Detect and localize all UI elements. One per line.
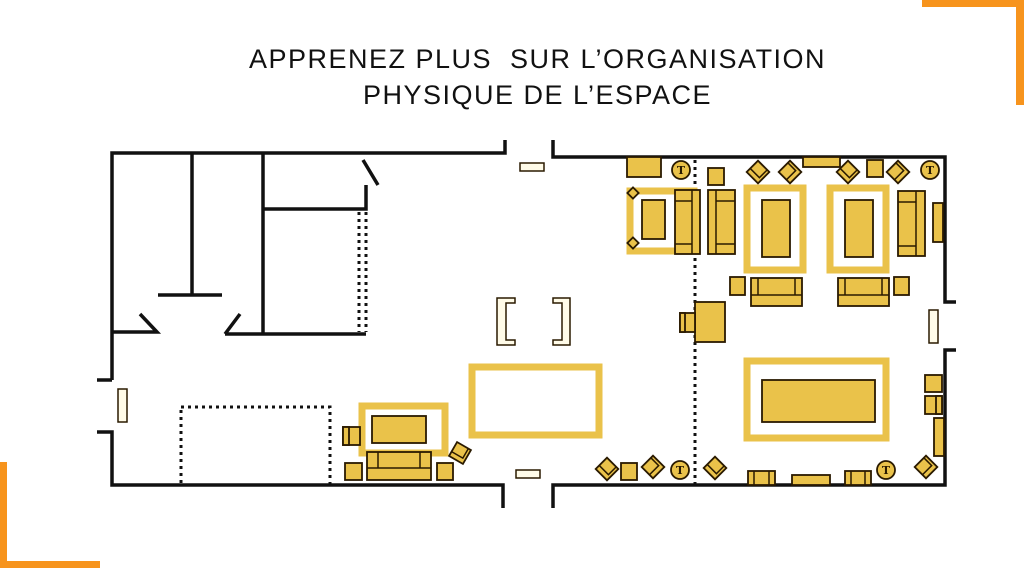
sofa: [897, 190, 926, 257]
svg-text:T: T: [676, 464, 685, 477]
armchair: [745, 159, 771, 185]
coffee-table: [371, 415, 427, 444]
armchair: [594, 456, 620, 482]
side-table: [924, 374, 943, 393]
table-marker: T: [876, 460, 896, 480]
rug: [743, 184, 807, 274]
desk: [694, 301, 726, 343]
armchair: [342, 426, 361, 446]
corner-accent-top-right: [922, 0, 1024, 7]
bracket-right: [552, 297, 571, 346]
door-marker: [515, 469, 541, 479]
svg-text:T: T: [882, 464, 891, 477]
console: [802, 156, 841, 168]
console: [932, 202, 944, 243]
coffee-table: [844, 199, 874, 258]
coffee-table: [761, 199, 791, 258]
sofa: [750, 277, 803, 307]
chair: [844, 470, 872, 486]
cabinet: [626, 156, 662, 178]
walls: [97, 140, 956, 508]
console: [933, 417, 945, 457]
sofa: [707, 189, 736, 255]
table-marker: T: [671, 160, 691, 180]
bracket-left: [496, 297, 516, 346]
page-title-line-2: PHYSIQUE DE L’ESPACE: [362, 80, 713, 110]
armchair: [924, 395, 943, 415]
sofa: [366, 451, 432, 481]
svg-text:T: T: [677, 164, 686, 177]
armchair: [913, 454, 939, 480]
armchair: [640, 454, 666, 480]
side-table: [620, 462, 638, 481]
dining-table: [761, 379, 876, 423]
rug: [468, 363, 603, 439]
side-table: [707, 167, 725, 186]
sofa: [837, 277, 890, 307]
armchair: [885, 159, 911, 185]
page-title-line-1: APPRENEZ PLUS SUR L’ORGANISATION: [248, 44, 827, 74]
stool: [626, 236, 640, 250]
armchair: [702, 455, 728, 481]
corner-accent-bottom-left: [0, 462, 7, 568]
armchair: [448, 441, 472, 465]
svg-text:T: T: [926, 164, 935, 177]
door-marker: [117, 388, 128, 423]
side-table: [344, 462, 363, 481]
table-marker: T: [670, 460, 690, 480]
side-table: [729, 276, 746, 296]
rug: [826, 184, 890, 274]
corner-accent-bottom-left-horizontal: [0, 561, 100, 568]
chair: [747, 470, 776, 486]
corner-accent-top-right-vertical: [1016, 0, 1024, 105]
console: [791, 474, 831, 486]
stool: [626, 186, 640, 200]
rug: [743, 357, 890, 442]
table-marker: T: [920, 160, 940, 180]
side-table: [866, 159, 884, 178]
side-table: [893, 276, 910, 296]
chair: [679, 312, 696, 333]
armchair: [777, 159, 803, 185]
door-marker: [519, 162, 545, 172]
door-marker: [928, 309, 939, 344]
sofa: [674, 189, 701, 255]
side-table: [436, 462, 454, 481]
coffee-table: [641, 199, 666, 240]
